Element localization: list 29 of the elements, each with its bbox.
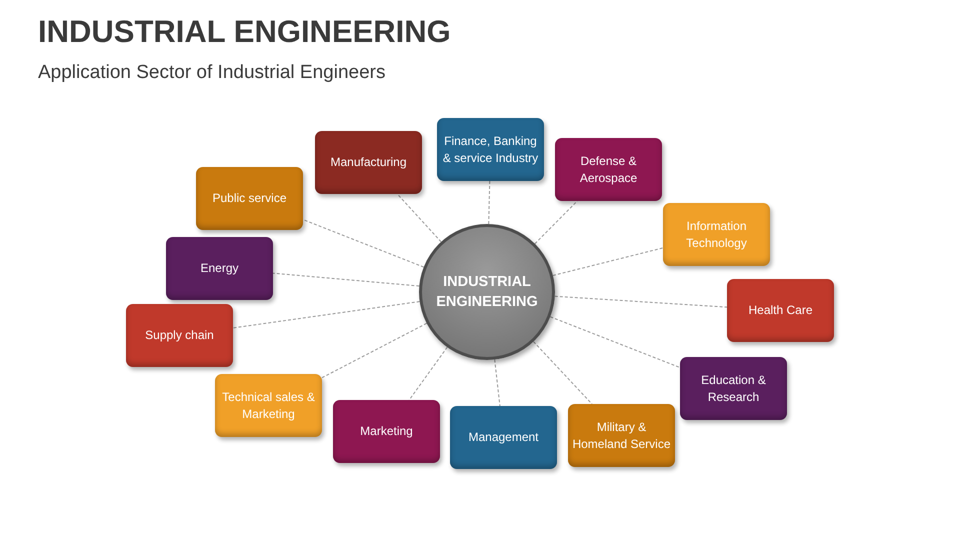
subtitle: Application Sector of Industrial Engineers [38,62,386,84]
connector-line [552,247,664,276]
sector-box: Manufacturing [315,131,422,194]
sector-box: Health Care [727,279,834,342]
sector-box: Finance, Banking & service Industry [437,118,544,181]
connector-line [396,194,442,242]
connector-line [494,359,500,406]
connector-line [488,180,490,225]
hub-circle: INDUSTRIAL ENGINEERING [419,224,555,360]
connector-line [550,316,680,368]
connector-line [322,322,428,378]
connector-line [534,200,578,244]
connector-line [272,272,420,287]
sector-box: Energy [166,237,273,300]
sector-box: Supply chain [126,304,233,367]
connector-line [554,296,728,308]
sector-box: Information Technology [663,203,770,266]
sector-box: Technical sales & Marketing [215,374,322,437]
connector-line [232,301,420,328]
connector-line [302,219,424,268]
sector-box: Marketing [333,400,440,463]
sector-box: Military & Homeland Service [568,404,675,467]
connector-line [533,341,592,404]
sector-box: Education & Research [680,357,787,420]
sector-box: Management [450,406,557,469]
sector-box: Public service [196,167,303,230]
connector-line [408,346,448,400]
sector-box: Defense & Aerospace [555,138,662,201]
title: INDUSTRIAL ENGINEERING [38,14,451,50]
